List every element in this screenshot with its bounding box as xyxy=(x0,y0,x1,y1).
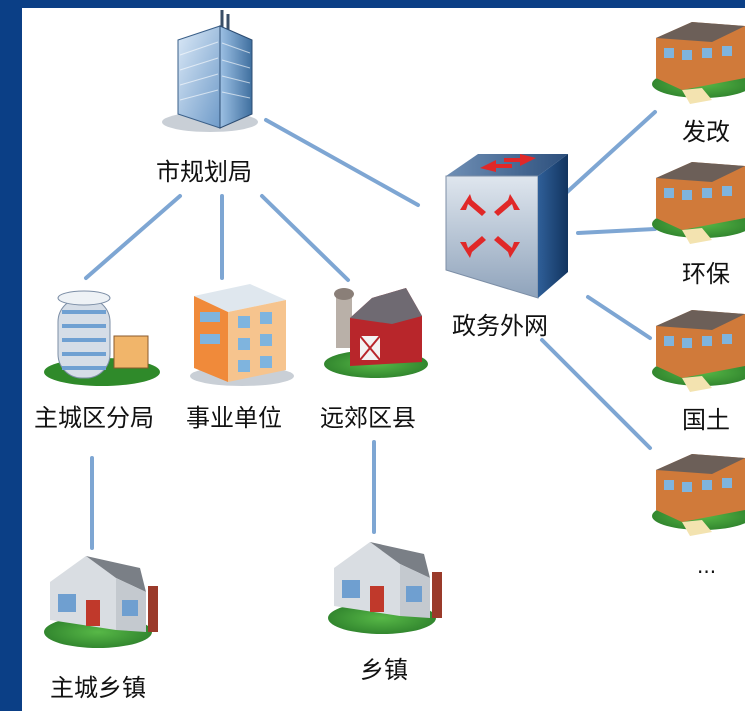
skyscraper-icon xyxy=(162,10,258,132)
link-network-land xyxy=(586,295,652,340)
round-office-icon xyxy=(44,290,160,386)
label-main-district: 主城区分局 xyxy=(34,404,154,432)
label-more: ... xyxy=(697,554,717,578)
school-building-icon xyxy=(652,162,745,244)
link-network-more xyxy=(540,338,652,450)
label-suburb-county: 远郊区县 xyxy=(320,404,416,432)
apartment-icon xyxy=(190,284,294,386)
label-gov-network: 政务外网 xyxy=(452,312,548,340)
school-building-icon xyxy=(652,22,745,104)
label-land: 国土 xyxy=(682,406,730,434)
link-network-devreform xyxy=(564,110,657,195)
link-bureau-suburb xyxy=(260,194,350,282)
link-bureau-network xyxy=(264,118,420,207)
house-icon xyxy=(328,542,442,634)
label-environment: 环保 xyxy=(682,260,730,288)
link-bureau-main-district xyxy=(84,194,182,280)
label-institution: 事业单位 xyxy=(186,404,282,432)
barn-icon xyxy=(324,288,428,378)
label-city-bureau: 市规划局 xyxy=(156,158,252,186)
school-building-icon xyxy=(652,310,745,392)
school-building-icon xyxy=(652,454,745,536)
connectors xyxy=(84,110,657,550)
label-dev-reform: 发改 xyxy=(682,118,730,146)
label-town: 乡镇 xyxy=(360,656,408,684)
label-main-town: 主城乡镇 xyxy=(50,674,146,702)
link-network-environment xyxy=(576,227,657,235)
router-switch-icon xyxy=(445,154,568,299)
house-icon xyxy=(44,556,158,648)
